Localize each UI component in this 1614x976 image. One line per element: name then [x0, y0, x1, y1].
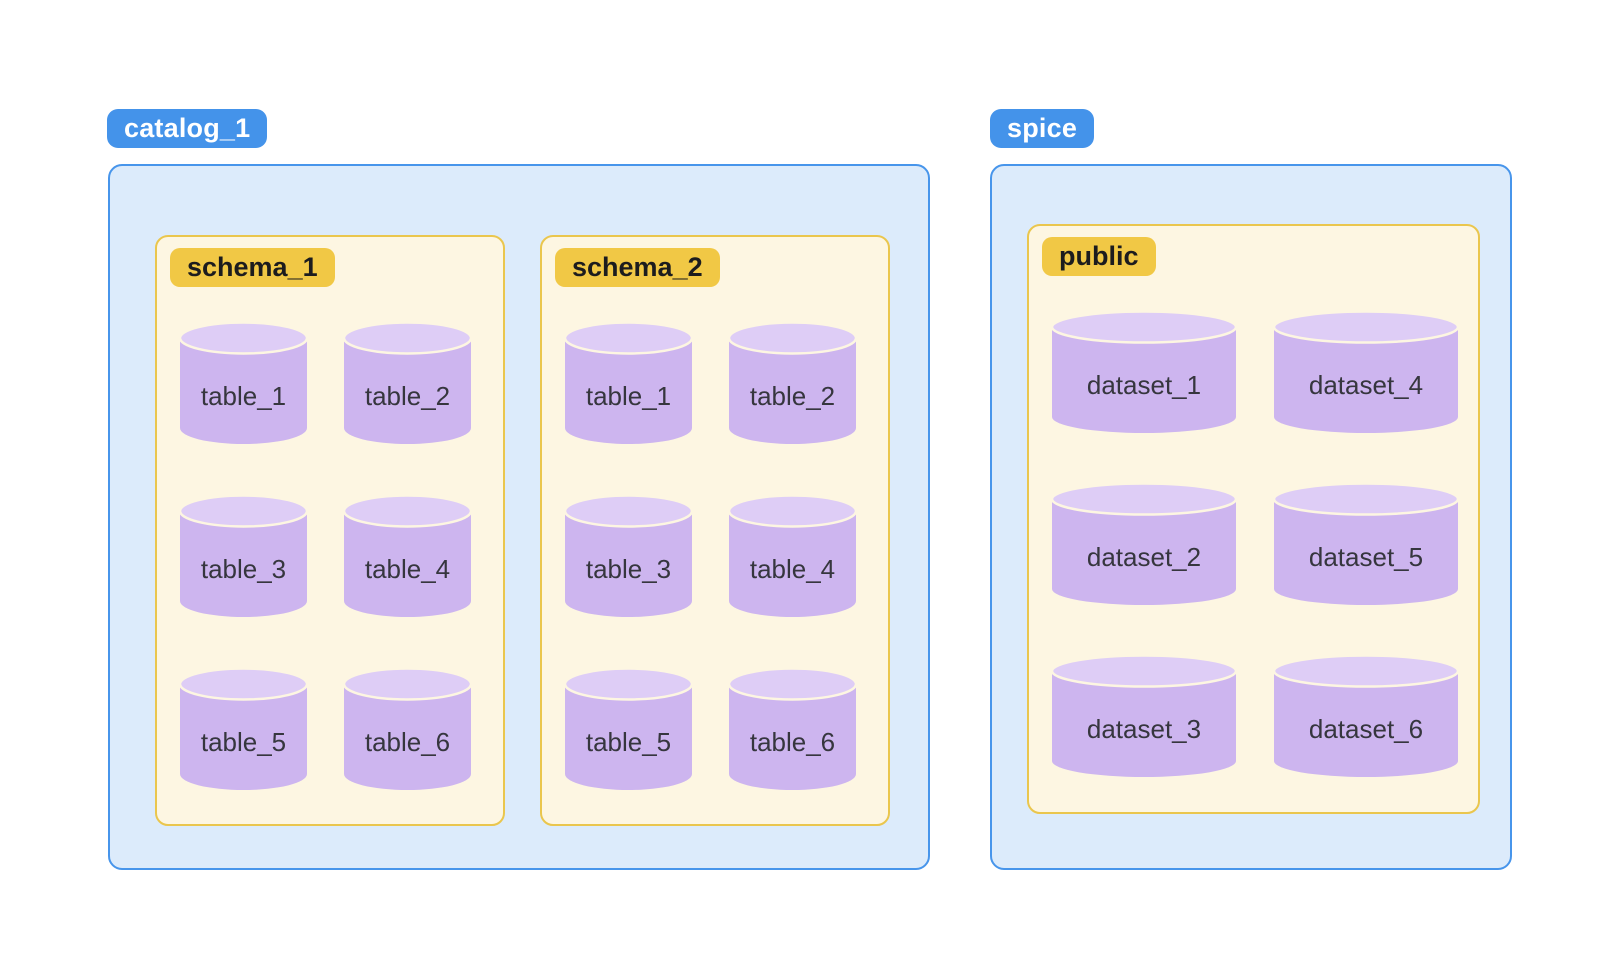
table-cylinder: table_2	[342, 321, 473, 446]
table-label: table_5	[585, 727, 672, 757]
table-cylinder: table_4	[342, 494, 473, 619]
table-grid-schema-1: table_1 table_2 table_3	[178, 321, 473, 792]
table-cylinder: table_2	[727, 321, 858, 446]
catalog-container-spice: public dataset_1 dataset_4	[990, 164, 1512, 870]
table-label: table_3	[585, 554, 672, 584]
catalog-badge-spice: spice	[990, 109, 1095, 148]
database-cylinder-icon	[342, 321, 473, 444]
table-label: table_1	[200, 381, 287, 411]
table-label: table_3	[200, 554, 287, 584]
dataset-label: dataset_3	[1086, 714, 1202, 744]
schema-badge-schema-1: schema_1	[170, 248, 335, 287]
catalog-badge-catalog-1: catalog_1	[107, 109, 268, 148]
database-cylinder-icon	[178, 494, 309, 617]
table-label: table_1	[585, 381, 672, 411]
dataset-cylinder: dataset_5	[1272, 482, 1460, 607]
schema-container-schema-2: schema_2 table_1 table_2	[540, 235, 890, 826]
database-cylinder-icon	[1050, 654, 1238, 777]
dataset-cylinder: dataset_6	[1272, 654, 1460, 779]
table-label: table_2	[364, 381, 451, 411]
database-cylinder-icon	[342, 494, 473, 617]
database-cylinder-icon	[727, 667, 858, 790]
dataset-cylinder: dataset_4	[1272, 310, 1460, 435]
dataset-grid-public: dataset_1 dataset_4 dataset_2	[1050, 310, 1460, 779]
table-label: table_6	[364, 727, 451, 757]
schema-badge-schema-2: schema_2	[555, 248, 720, 287]
table-cylinder: table_6	[727, 667, 858, 792]
database-cylinder-icon	[727, 494, 858, 617]
database-cylinder-icon	[178, 667, 309, 790]
table-cylinder: table_3	[178, 494, 309, 619]
table-cylinder: table_3	[563, 494, 694, 619]
database-cylinder-icon	[1050, 310, 1238, 433]
database-cylinder-icon	[178, 321, 309, 444]
table-label: table_5	[200, 727, 287, 757]
database-cylinder-icon	[563, 321, 694, 444]
dataset-label: dataset_4	[1308, 370, 1424, 400]
schema-container-public: public dataset_1 dataset_4	[1027, 224, 1480, 814]
table-cylinder: table_5	[178, 667, 309, 792]
dataset-label: dataset_1	[1086, 370, 1202, 400]
table-label: table_2	[749, 381, 836, 411]
table-cylinder: table_4	[727, 494, 858, 619]
schema-container-schema-1: schema_1 table_1 table_2	[155, 235, 505, 826]
database-cylinder-icon	[1272, 482, 1460, 605]
dataset-cylinder: dataset_1	[1050, 310, 1238, 435]
dataset-label: dataset_2	[1086, 542, 1202, 572]
database-cylinder-icon	[1272, 654, 1460, 777]
database-cylinder-icon	[1272, 310, 1460, 433]
database-cylinder-icon	[563, 667, 694, 790]
database-cylinder-icon	[727, 321, 858, 444]
dataset-label: dataset_6	[1308, 714, 1424, 744]
catalog-container-catalog-1: schema_1 table_1 table_2	[108, 164, 930, 870]
table-cylinder: table_1	[178, 321, 309, 446]
table-grid-schema-2: table_1 table_2 table_3	[563, 321, 858, 792]
dataset-label: dataset_5	[1308, 542, 1424, 572]
dataset-cylinder: dataset_3	[1050, 654, 1238, 779]
table-cylinder: table_5	[563, 667, 694, 792]
table-label: table_4	[364, 554, 451, 584]
table-label: table_6	[749, 727, 836, 757]
table-cylinder: table_6	[342, 667, 473, 792]
dataset-cylinder: dataset_2	[1050, 482, 1238, 607]
database-cylinder-icon	[342, 667, 473, 790]
database-cylinder-icon	[1050, 482, 1238, 605]
table-cylinder: table_1	[563, 321, 694, 446]
table-label: table_4	[749, 554, 836, 584]
database-cylinder-icon	[563, 494, 694, 617]
schema-badge-public: public	[1042, 237, 1156, 276]
